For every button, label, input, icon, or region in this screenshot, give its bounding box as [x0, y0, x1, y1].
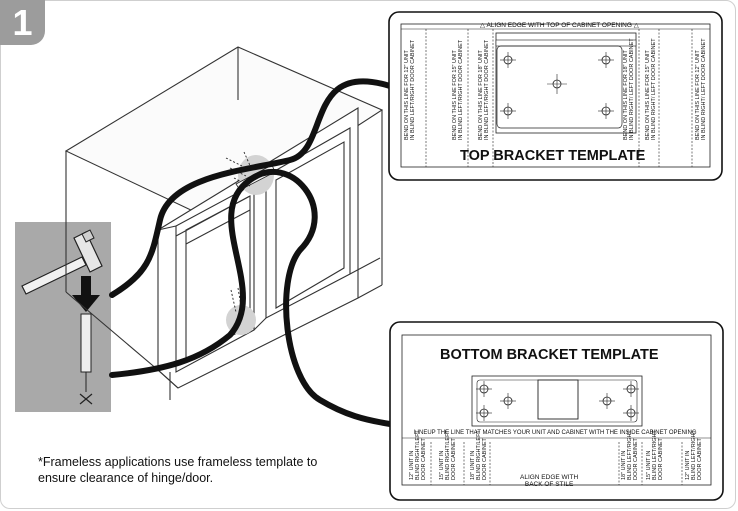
frameless-note: *Frameless applications use frameless te…: [38, 455, 318, 485]
callout-lines: [109, 78, 393, 427]
bottom-unit-label-6: 12" UNIT IN BLIND LEFT/RIGHT DOOR CABINE…: [685, 430, 703, 480]
top-align-edge-text: ALIGN EDGE WITH TOP OF CABINET OPENING: [486, 22, 632, 29]
hammer-icon: [21, 229, 103, 295]
bottom-unit-label-4: 18" UNIT IN BLIND LEFT/RIGHT DOOR CABINE…: [621, 430, 639, 480]
top-align-edge-label: △ ALIGN EDGE WITH TOP OF CABINET OPENING…: [480, 22, 639, 29]
down-arrow-icon: [72, 276, 100, 312]
bottom-unit-label-2: 15" UNIT IN BLIND RIGHT/LEFT DOOR CABINE…: [439, 430, 457, 480]
bottom-unit-label-5: 15" UNIT IN BLIND LEFT/RIGHT DOOR CABINE…: [646, 430, 664, 480]
bottom-align-edge-label: ALIGN EDGE WITH BACK OF STILE: [520, 474, 579, 488]
top-template-title: TOP BRACKET TEMPLATE: [460, 148, 646, 164]
bottom-lineup-instruction: LINEUP THE LINE THAT MATCHES YOUR UNIT A…: [414, 430, 697, 436]
top-bend-line-4: BEND ON THIS LINE FOR 18" UNIT IN BLIND …: [623, 38, 635, 140]
top-bend-line-5: BEND ON THIS LINE FOR 15" UNIT IN BLIND …: [645, 38, 657, 140]
screw-icon: [79, 313, 93, 405]
top-bend-line-1: BEND ON THIS LINE FOR 12" UNIT IN BLIND …: [404, 39, 416, 140]
cabinet: [64, 46, 384, 400]
bottom-template-title: BOTTOM BRACKET TEMPLATE: [440, 347, 659, 363]
tool-panel: [15, 222, 111, 412]
bottom-unit-label-1: 12" UNIT IN BLIND RIGHT/LEFT DOOR CABINE…: [409, 430, 427, 480]
bottom-unit-label-3: 18" UNIT IN BLIND RIGHT/LEFT DOOR CABINE…: [470, 430, 488, 480]
top-bend-line-6: BEND ON THIS LINE FOR 12" UNIT IN BLIND …: [695, 38, 707, 140]
top-bend-line-2: BEND ON THIS LINE FOR 15" UNIT IN BLIND …: [452, 39, 464, 140]
step-number-badge: 1: [0, 0, 45, 45]
top-bend-line-3: BEND ON THIS LINE FOR 18" UNIT IN BLIND …: [478, 39, 490, 140]
